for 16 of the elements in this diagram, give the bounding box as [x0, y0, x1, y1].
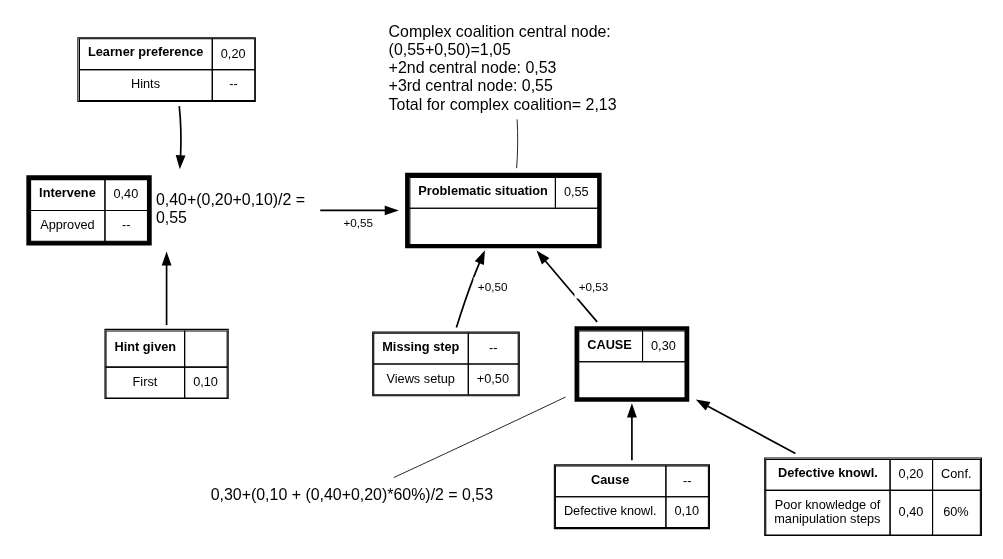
node-text: Complex coalition central node: (0,55+0,50)=1,05 +2nd central node: 0,53 +3rd central node: 0,55 Total for complex coalition= 2,13 — [388, 22, 617, 112]
edge-label: +0,55 — [343, 215, 374, 229]
node-box: CAUSE 0,30 — [574, 325, 690, 402]
edge-label: +0,53 — [578, 279, 609, 293]
connector — [516, 118, 519, 169]
connector — [393, 396, 566, 478]
node-label: 0,40+(0,20+0,10)/2 = 0,55 — [155, 190, 306, 226]
arrow — [695, 399, 797, 454]
arrow — [161, 251, 172, 326]
arrow — [536, 250, 598, 323]
arrow — [319, 205, 399, 215]
arrow — [627, 402, 637, 461]
node-text: 0,30+(0,10 + (0,40+0,20)*60%)/2 = 0,53 — [210, 485, 494, 503]
arrow — [175, 104, 186, 169]
edge-label: +0,50 — [477, 279, 508, 293]
arrow — [455, 249, 485, 328]
